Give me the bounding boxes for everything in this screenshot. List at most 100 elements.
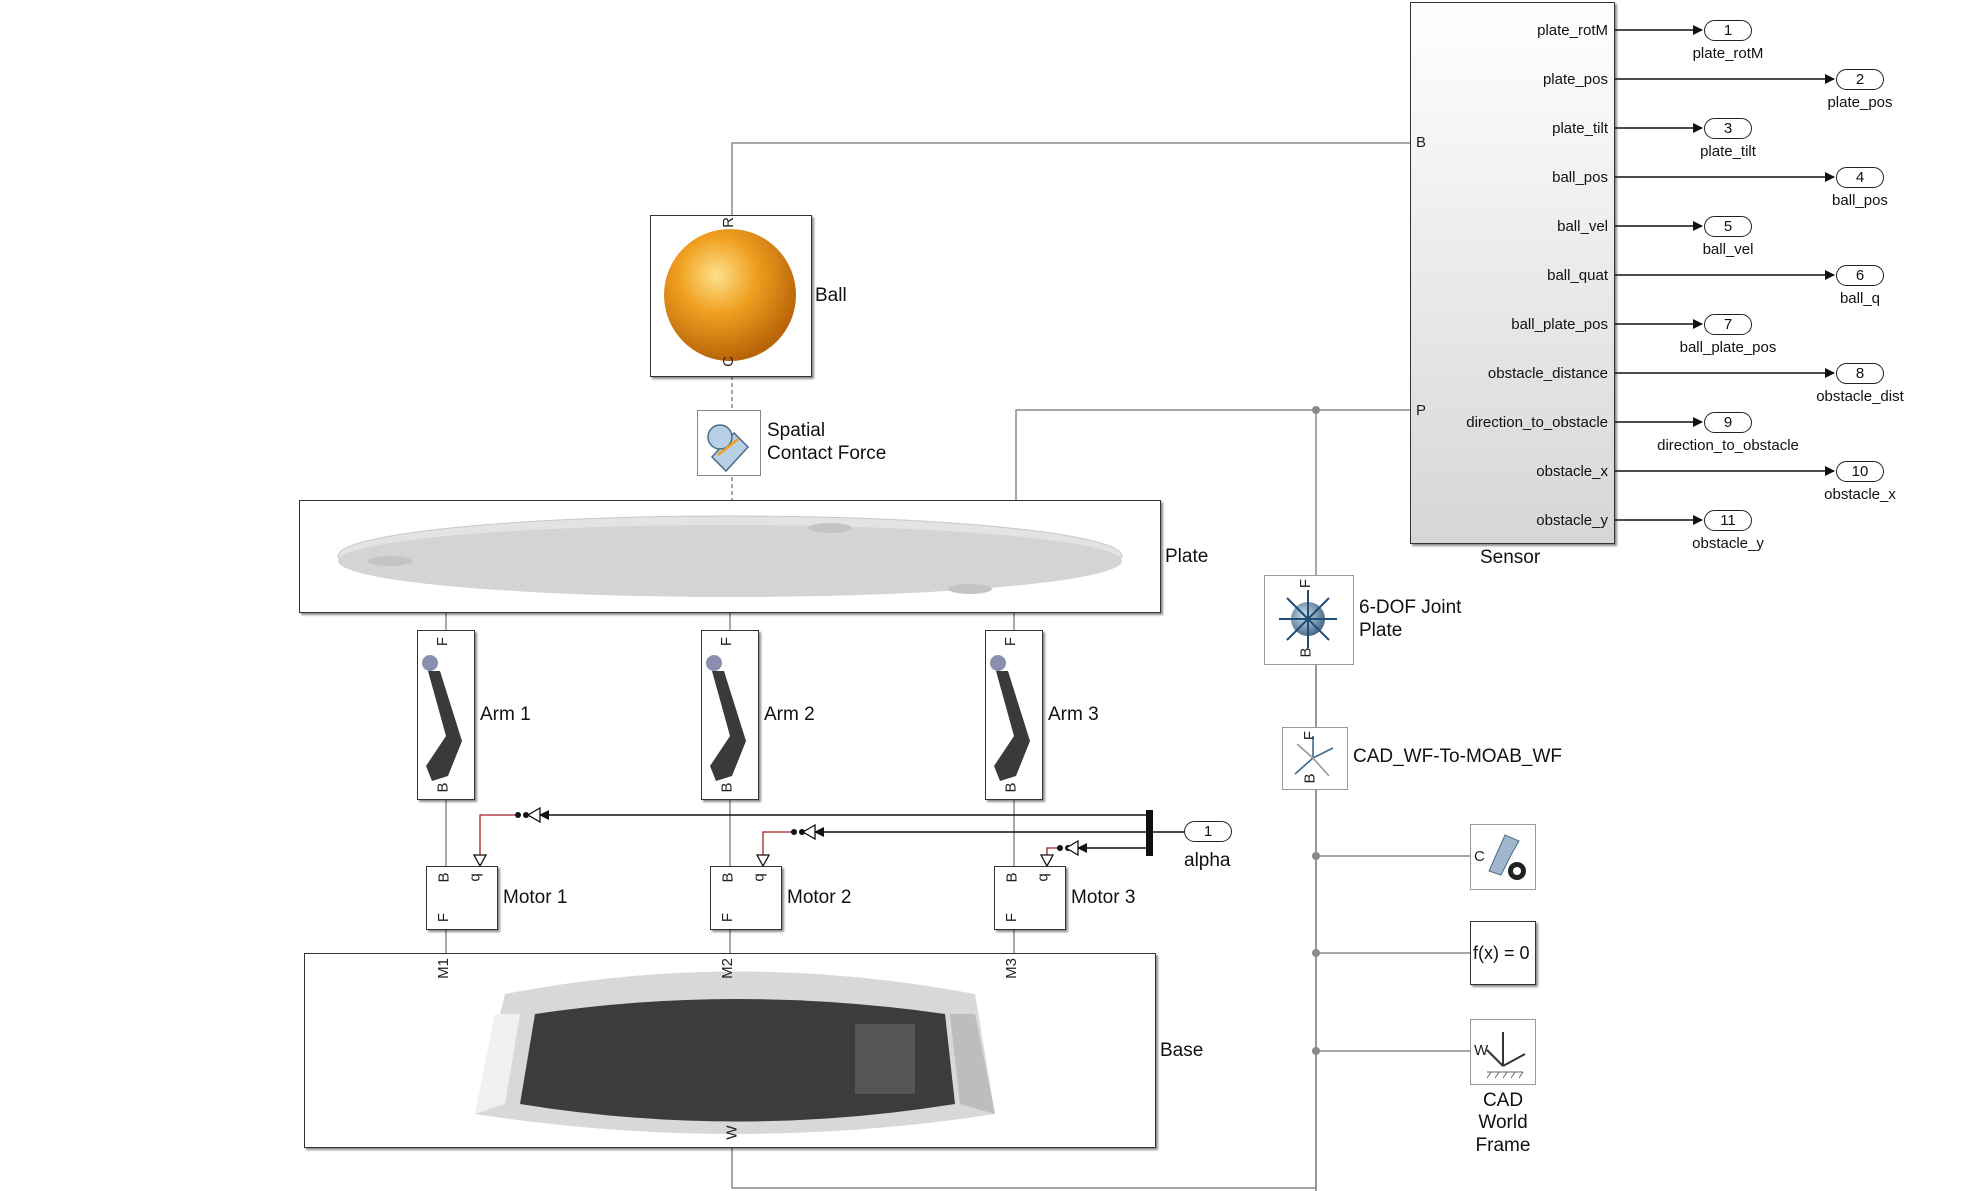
arm-1-port-f: F: [434, 636, 452, 647]
contact-force-label-2: Contact Force: [767, 443, 887, 464]
output-port[interactable]: 3: [1704, 118, 1752, 139]
transform-port-b: B: [1301, 773, 1319, 784]
motor-2-block[interactable]: B q F: [710, 866, 782, 930]
plate-label: Plate: [1165, 546, 1209, 567]
arm-2-block[interactable]: F B: [701, 630, 759, 800]
output-port[interactable]: 2: [1836, 69, 1884, 90]
sensor-block[interactable]: B P plate_rotM plate_pos plate_tilt ball_po…: [1410, 2, 1615, 544]
sensor-signal-label: obstacle_x: [1536, 463, 1608, 480]
arm-2-port-b: B: [718, 782, 736, 793]
motor-3-port-b: B: [1003, 872, 1021, 883]
output-port[interactable]: 9: [1704, 412, 1752, 433]
output-port-name: ball_pos: [1832, 192, 1888, 209]
output-port[interactable]: 4: [1836, 167, 1884, 188]
output-port-name: ball_plate_pos: [1679, 339, 1777, 356]
arm-icon: [706, 655, 746, 781]
sensor-signal-label: obstacle_y: [1536, 512, 1608, 529]
alpha-inport[interactable]: 1: [1184, 821, 1232, 842]
sensor-port-b: B: [1416, 134, 1427, 151]
plate-block[interactable]: [299, 500, 1161, 613]
joint-label-1: 6-DOF Joint: [1359, 597, 1462, 618]
config-port-c: C: [1474, 848, 1485, 865]
world-port-w: W: [1474, 1042, 1489, 1059]
world-label-3: Frame: [1475, 1135, 1531, 1156]
solver-label: f(x) = 0: [1473, 943, 1530, 963]
frame-transform-icon: [1294, 736, 1334, 777]
joint-port-b: B: [1297, 647, 1315, 658]
ball-block[interactable]: R C: [650, 215, 812, 377]
base-port-m3: M3: [1002, 958, 1020, 979]
output-port-name: plate_pos: [1827, 94, 1893, 111]
motor-3-port-q: q: [1034, 873, 1052, 882]
sensor-signal-label: ball_pos: [1552, 169, 1608, 186]
solver-config-block[interactable]: f(x) = 0: [1470, 921, 1536, 985]
output-port-name: direction_to_obstacle: [1657, 437, 1799, 454]
motor-2-port-f: F: [719, 912, 737, 923]
output-port[interactable]: 8: [1836, 363, 1884, 384]
output-port-name: obstacle_dist: [1816, 388, 1904, 405]
base-port-m2: M2: [718, 958, 736, 979]
motor-1-port-q: q: [466, 873, 484, 882]
plate-shape-icon: [337, 515, 1123, 597]
arm-icon: [990, 655, 1030, 781]
sensor-signal-label: ball_plate_pos: [1511, 316, 1608, 333]
arm-1-block[interactable]: F B: [417, 630, 475, 800]
output-port-name: ball_vel: [1702, 241, 1754, 258]
sensor-signal-label: ball_vel: [1557, 218, 1608, 235]
six-dof-joint-block[interactable]: F B: [1264, 575, 1354, 665]
output-port[interactable]: 10: [1836, 461, 1884, 482]
world-frame-block[interactable]: W: [1470, 1019, 1536, 1085]
arm-3-block[interactable]: F B: [985, 630, 1043, 800]
ball-port-r: R: [719, 217, 737, 228]
transform-port-f: F: [1301, 730, 1319, 741]
output-port[interactable]: 5: [1704, 216, 1752, 237]
motor-1-label: Motor 1: [503, 887, 568, 908]
joint-port-f: F: [1297, 578, 1315, 589]
arm-1-port-b: B: [434, 782, 452, 793]
sensor-signal-label: obstacle_distance: [1487, 365, 1608, 382]
output-port[interactable]: 1: [1704, 20, 1752, 41]
joint-label-2: Plate: [1359, 620, 1403, 641]
output-port-name: plate_rotM: [1692, 45, 1764, 62]
motor-3-block[interactable]: B q F: [994, 866, 1066, 930]
motor-2-port-q: q: [750, 873, 768, 882]
sensor-signal-label: ball_quat: [1547, 267, 1608, 284]
base-port-w: W: [723, 1125, 741, 1140]
arm-3-port-b: B: [1002, 782, 1020, 793]
contact-force-block[interactable]: [697, 410, 761, 476]
motor-2-port-b: B: [719, 872, 737, 883]
alpha-signals: [539, 810, 1184, 853]
sensor-signal-label: plate_rotM: [1537, 22, 1608, 39]
motor-3-label: Motor 3: [1071, 887, 1136, 908]
gear-icon: [1488, 834, 1526, 880]
output-port[interactable]: 11: [1704, 510, 1752, 531]
arm-3-port-f: F: [1002, 636, 1020, 647]
cad-transform-label: CAD_WF-To-MOAB_WF: [1353, 746, 1562, 767]
base-block[interactable]: M1 M2 M3 W: [304, 953, 1156, 1148]
sensor-signal-label: plate_pos: [1542, 71, 1608, 88]
motor-2-label: Motor 2: [787, 887, 852, 908]
sensor-port-p: P: [1416, 402, 1427, 419]
contact-force-label-1: Spatial: [767, 420, 826, 441]
ball-label: Ball: [815, 285, 847, 306]
arm-1-label: Arm 1: [480, 704, 531, 725]
arm-2-label: Arm 2: [764, 704, 815, 725]
sensor-signal-label: direction_to_obstacle: [1466, 414, 1608, 431]
motor-1-port-f: F: [435, 912, 453, 923]
output-port[interactable]: 7: [1704, 314, 1752, 335]
output-port-name: obstacle_y: [1692, 535, 1764, 552]
world-frame-icon: [1486, 1032, 1526, 1079]
world-label-2: World: [1478, 1112, 1528, 1133]
output-port-name: plate_tilt: [1700, 143, 1756, 160]
six-dof-joint-icon: [1279, 590, 1337, 648]
sensor-label: Sensor: [1480, 547, 1541, 568]
output-port-name: ball_q: [1839, 290, 1881, 307]
sphere-icon: [664, 229, 796, 361]
motor-1-block[interactable]: B q F: [426, 866, 498, 930]
sensor-signal-label: plate_tilt: [1552, 120, 1608, 137]
arm-3-label: Arm 3: [1048, 704, 1099, 725]
world-label-1: CAD: [1482, 1090, 1524, 1111]
cad-transform-block[interactable]: F B: [1282, 727, 1348, 790]
mechanism-config-block[interactable]: C: [1470, 824, 1536, 890]
output-port[interactable]: 6: [1836, 265, 1884, 286]
